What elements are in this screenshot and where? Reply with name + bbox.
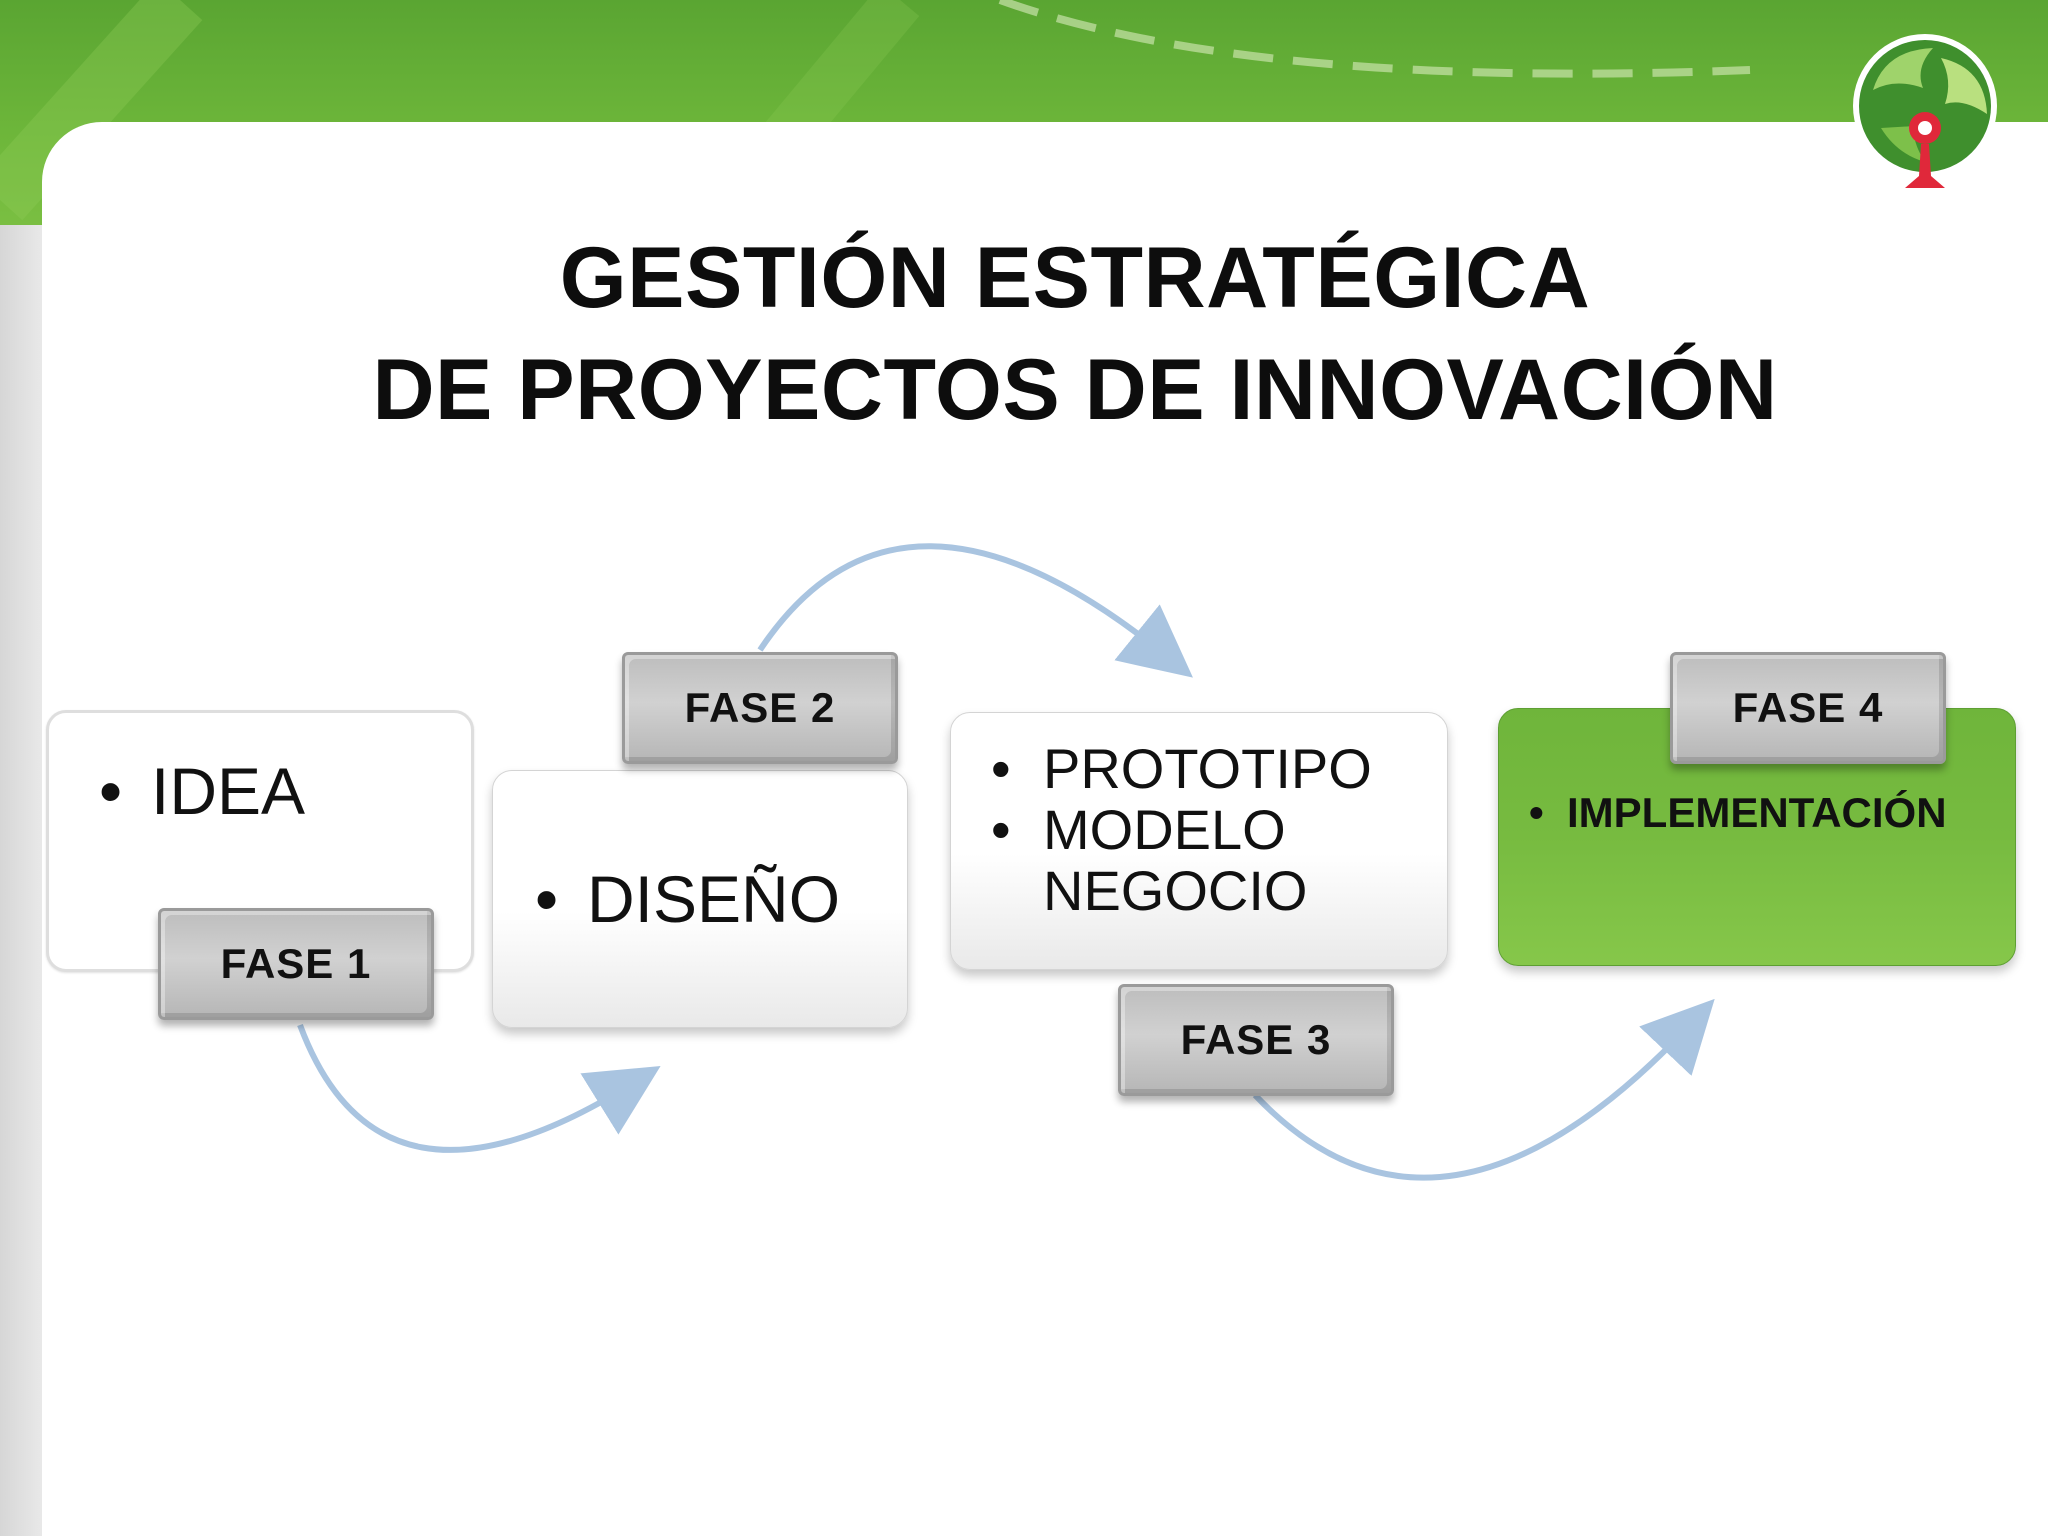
phase-4-label: FASE 4 bbox=[1670, 652, 1946, 764]
phase-3-item: PROTOTIPO bbox=[991, 738, 1372, 799]
phase-3-items: PROTOTIPO MODELO NEGOCIO bbox=[991, 738, 1372, 921]
phase-3-card: PROTOTIPO MODELO NEGOCIO bbox=[950, 712, 1448, 970]
slide-title: GESTIÓN ESTRATÉGICA DE PROYECTOS DE INNO… bbox=[200, 222, 1950, 446]
phase-2-items: DISEÑO bbox=[535, 861, 840, 937]
phase-2-card: DISEÑO bbox=[492, 770, 908, 1028]
phase-1-label: FASE 1 bbox=[158, 908, 434, 1020]
phase-4-item: IMPLEMENTACIÓN bbox=[1529, 787, 1947, 839]
slide-title-line-1: GESTIÓN ESTRATÉGICA bbox=[559, 230, 1591, 326]
left-strip bbox=[0, 225, 50, 1536]
slide-title-line-2: DE PROYECTOS DE INNOVACIÓN bbox=[372, 342, 1778, 438]
phase-2-label: FASE 2 bbox=[622, 652, 898, 764]
phase-4-items: IMPLEMENTACIÓN bbox=[1529, 787, 1947, 839]
phase-3-item: MODELO NEGOCIO bbox=[991, 799, 1343, 921]
phase-1-item: IDEA bbox=[99, 753, 305, 829]
phase-3-label: FASE 3 bbox=[1118, 984, 1394, 1096]
phase-1-items: IDEA bbox=[99, 753, 305, 829]
organization-logo bbox=[1853, 34, 1997, 188]
phase-2-item: DISEÑO bbox=[535, 861, 840, 937]
